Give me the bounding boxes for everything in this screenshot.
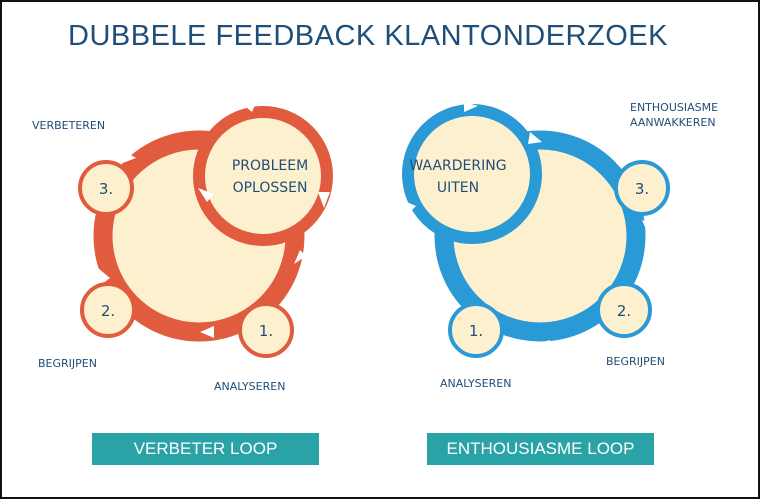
verbeter-loop-diagram: PROBLEEM OPLOSSEN 1. 2. 3. [78, 98, 333, 358]
probleem-oplossen-line-2: OPLOSSEN [233, 180, 308, 196]
left-step-3-circle [78, 160, 134, 216]
enthousiasme-loop-button[interactable]: ENTHOUSIASME LOOP [427, 433, 654, 465]
left-step-1-label: ANALYSEREN [214, 380, 286, 393]
left-step-2-number: 2. [101, 302, 115, 320]
left-step-2-label: BEGRIJPEN [38, 357, 97, 370]
right-step-2-number: 2. [617, 302, 631, 320]
right-step-1-number: 1. [469, 322, 483, 340]
waardering-uiten-line-2: UITEN [437, 180, 479, 196]
left-step-3-label: VERBETEREN [32, 119, 106, 132]
right-step-1-label: ANALYSEREN [440, 377, 512, 390]
right-step-3-label: ENTHOUSIASME AANWAKKEREN [630, 100, 718, 130]
page-title: DUBBELE FEEDBACK KLANTONDERZOEK [68, 20, 668, 52]
verbeter-loop-button[interactable]: VERBETER LOOP [92, 433, 319, 465]
right-step-3-label-line-2: AANWAKKEREN [630, 116, 716, 129]
left-step-1-circle [238, 302, 294, 358]
right-step-3-circle [614, 160, 670, 216]
probleem-oplossen-line-1: PROBLEEM [232, 158, 308, 174]
right-step-2-circle [596, 282, 652, 338]
waardering-uiten-arrows [402, 102, 542, 214]
waardering-uiten-line-1: WAARDERING [409, 158, 506, 174]
right-step-2-label: BEGRIJPEN [606, 355, 665, 368]
left-step-2-circle [80, 282, 136, 338]
probleem-oplossen-arrows [198, 98, 330, 208]
right-step-3-number: 3. [635, 180, 649, 198]
enthousiasme-loop-diagram: WAARDERING UITEN 1. 2. 3. [402, 102, 670, 358]
probleem-oplossen-circle [193, 106, 333, 246]
right-step-3-label-line-1: ENTHOUSIASME [630, 101, 719, 114]
right-step-1-circle [448, 302, 504, 358]
left-step-3-number: 3. [99, 180, 113, 198]
waardering-uiten-circle [402, 104, 542, 244]
left-step-1-number: 1. [259, 322, 273, 340]
